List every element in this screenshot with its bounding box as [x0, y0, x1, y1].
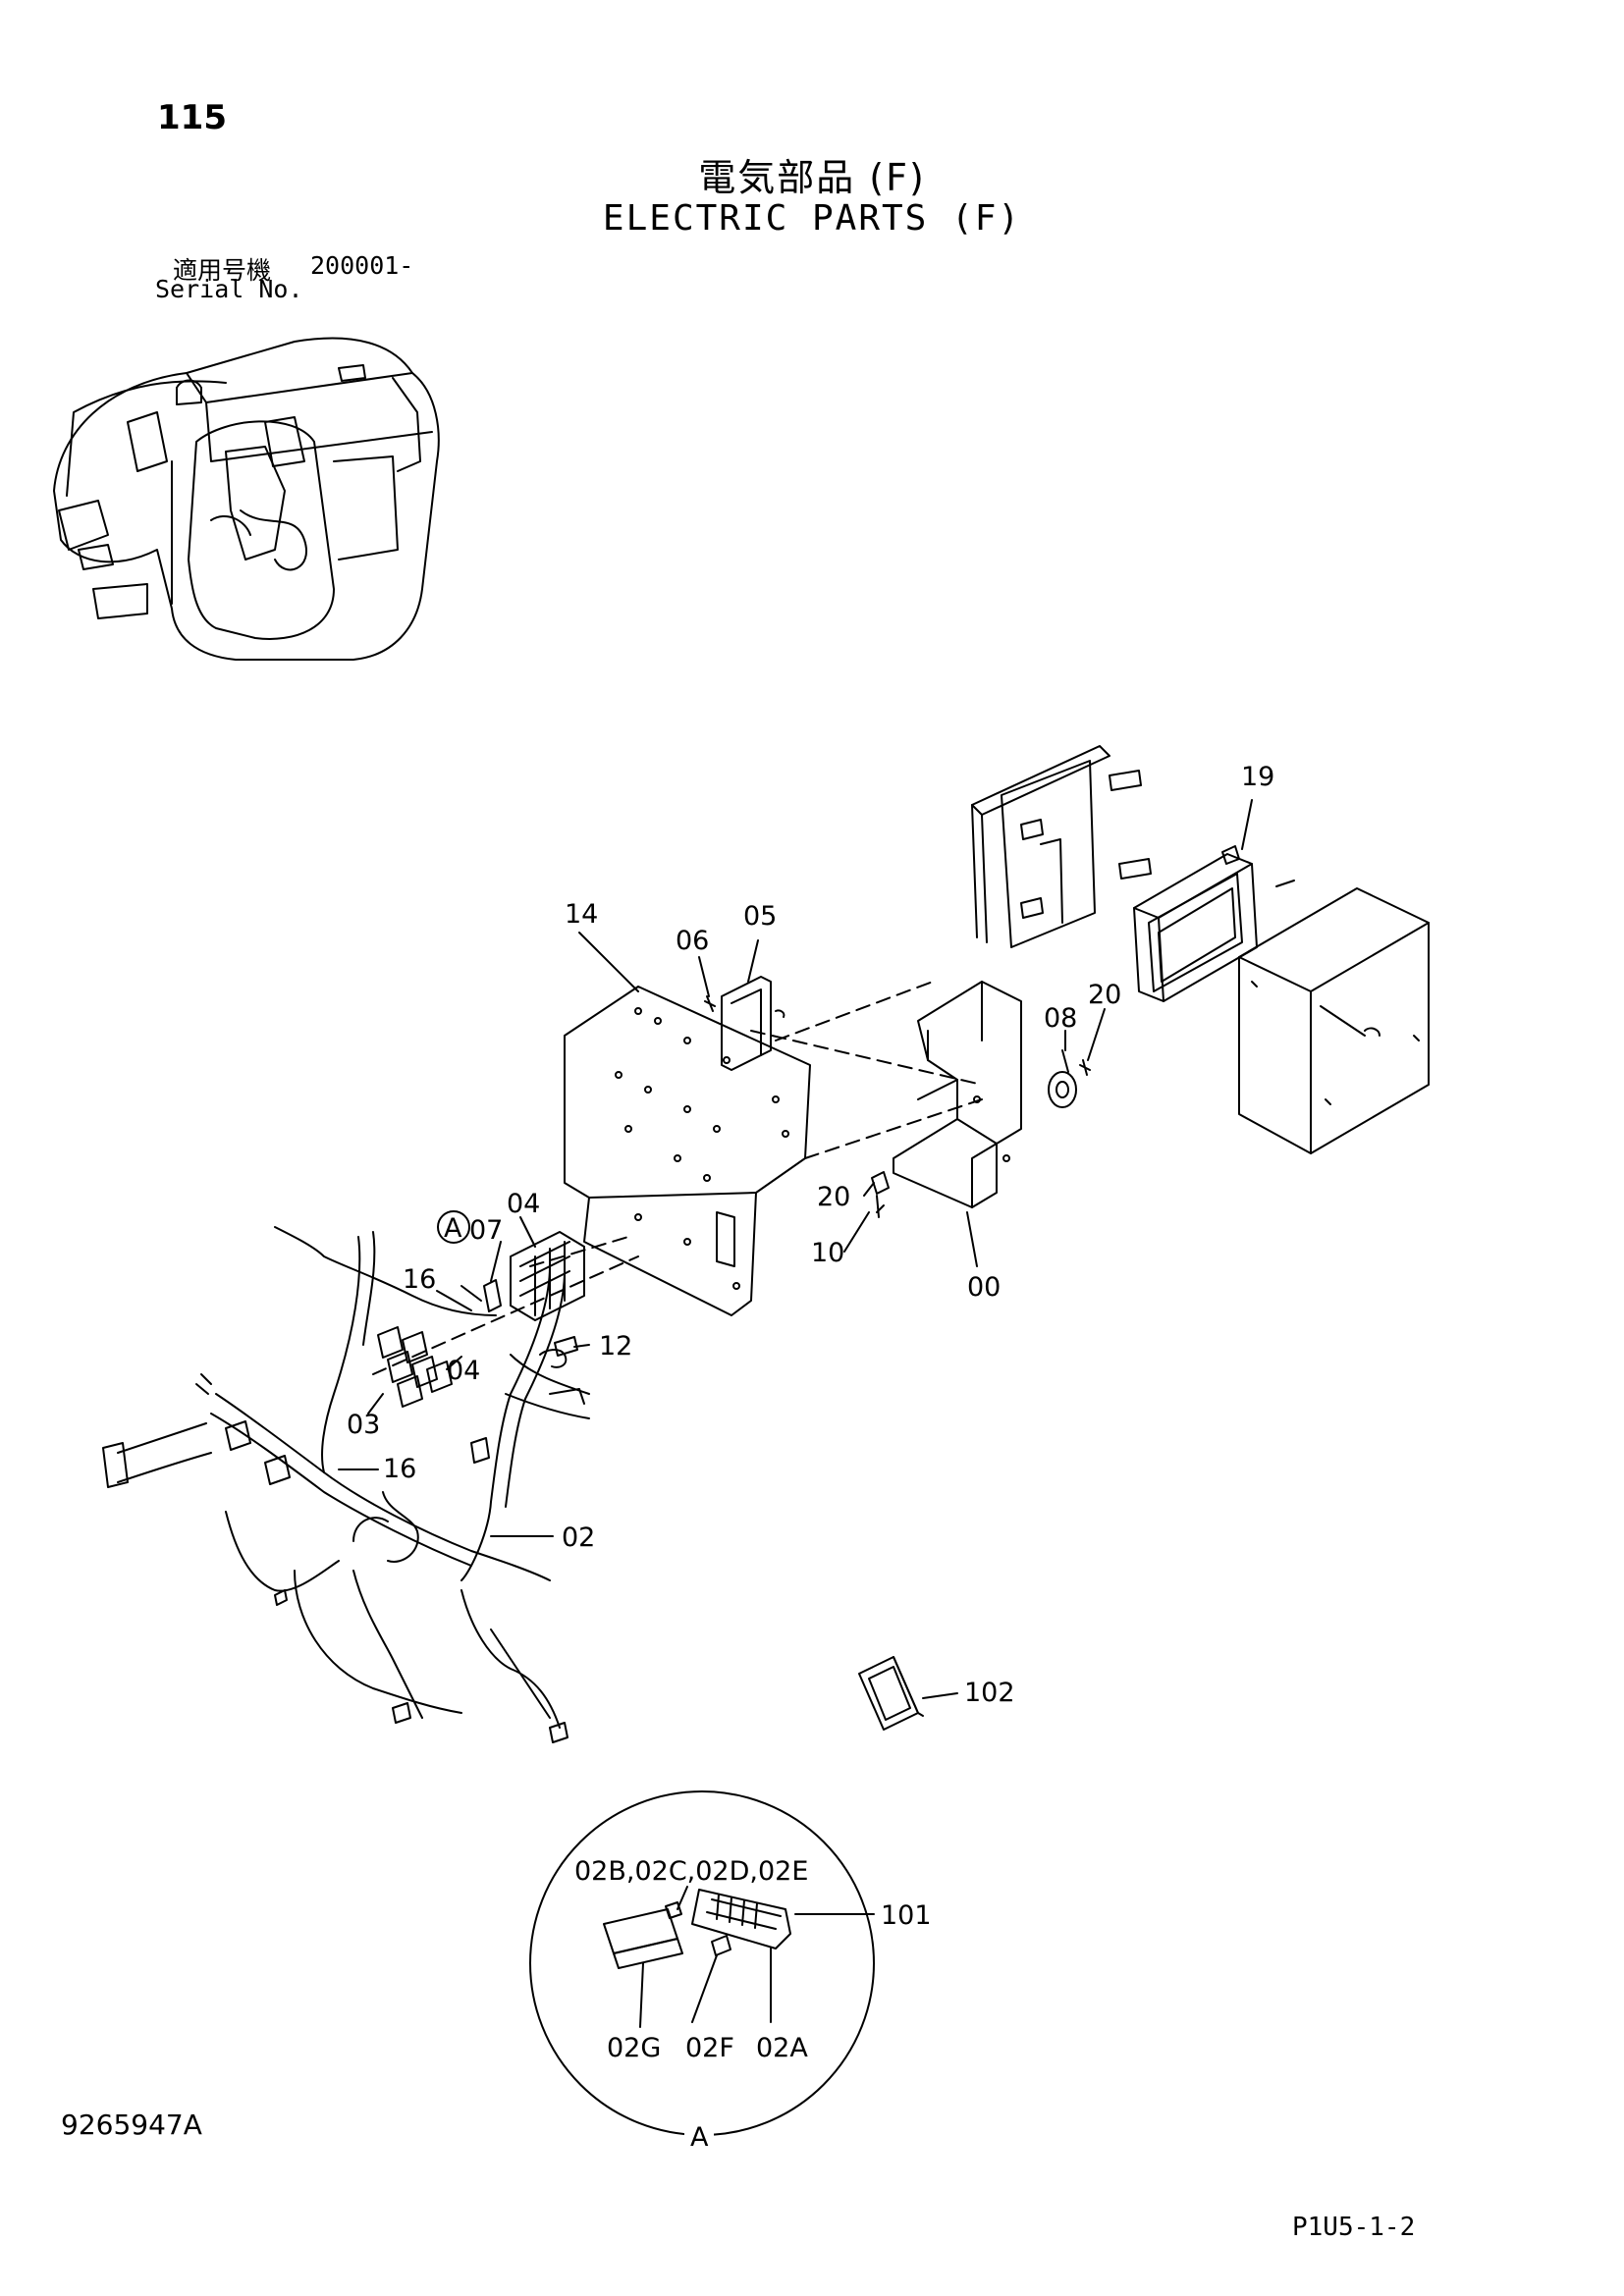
part-04-fuse-box — [510, 1231, 585, 1321]
callout-02g: 02G — [607, 2033, 661, 2063]
controller-cover-box — [1238, 887, 1430, 1154]
detail-view-circle — [529, 1790, 875, 2136]
callout-08: 08 — [1044, 1003, 1077, 1034]
part-19-monitor — [1133, 845, 1295, 1002]
part-20-screw-upper — [1079, 1059, 1091, 1076]
part-102-decal — [858, 1656, 924, 1731]
serial-label-japanese: 適用号機 — [173, 256, 272, 285]
part-07-relay — [483, 1279, 502, 1312]
part-02bcde-terminal — [665, 1901, 682, 1919]
part-14-mounting-plate — [564, 986, 811, 1316]
title-english: ELECTRIC PARTS (F) — [602, 198, 1022, 239]
part-08-buzzer — [1048, 1049, 1077, 1108]
part-02g-cover — [603, 1908, 683, 1969]
detail-a-marker — [437, 1210, 470, 1244]
serial-label-english: Serial No. — [155, 275, 303, 303]
alignment-lines — [372, 981, 983, 1375]
callout-04-upper: 04 — [507, 1189, 540, 1219]
callout-14: 14 — [565, 899, 598, 930]
detail-view-label: A — [690, 2122, 709, 2153]
callout-02b-02c-02d-02e: 02B,02C,02D,02E — [574, 1856, 808, 1887]
callout-12: 12 — [599, 1331, 632, 1362]
callout-00: 00 — [967, 1272, 1001, 1303]
mounting-frame — [971, 745, 1152, 948]
page-code: P1U5-1-2 — [1292, 2213, 1416, 2242]
callout-04-lower: 04 — [447, 1356, 480, 1386]
callout-03: 03 — [347, 1410, 380, 1440]
callout-06: 06 — [676, 926, 709, 956]
serial-value: 200001- — [310, 251, 414, 280]
callout-102: 102 — [964, 1678, 1015, 1708]
detail-label-backdrop — [684, 2125, 714, 2149]
callout-a-marker: A — [444, 1213, 462, 1244]
part-03-relays — [377, 1326, 453, 1408]
part-06-screw — [704, 995, 716, 1012]
callout-05: 05 — [743, 901, 777, 932]
callout-02a: 02A — [756, 2033, 808, 2063]
callout-20-lower: 20 — [817, 1182, 850, 1212]
leader-lines — [338, 799, 1253, 2028]
title-japanese: 電気部品 (F) — [698, 156, 926, 199]
callout-16-upper: 16 — [403, 1264, 436, 1295]
page-number: 115 — [157, 98, 227, 137]
machine-overview-illustration — [53, 337, 440, 661]
callout-10: 10 — [811, 1238, 844, 1268]
part-10-switch — [871, 1171, 890, 1218]
callout-02f: 02F — [685, 2033, 734, 2063]
part-05-control-unit — [721, 976, 785, 1071]
callout-19: 19 — [1241, 762, 1274, 792]
part-02f-terminal — [711, 1935, 731, 1956]
document-number: 9265947A — [61, 2109, 202, 2141]
callout-16-lower: 16 — [383, 1454, 416, 1484]
part-02a-connector — [691, 1889, 791, 1949]
part-02-wire-harness — [102, 1226, 590, 1743]
callout-101: 101 — [881, 1900, 932, 1931]
callout-07: 07 — [469, 1215, 503, 1246]
part-12-clamp — [554, 1336, 578, 1357]
callout-02: 02 — [562, 1522, 595, 1553]
callout-20-upper: 20 — [1088, 980, 1121, 1010]
part-00-bracket — [893, 981, 1022, 1208]
